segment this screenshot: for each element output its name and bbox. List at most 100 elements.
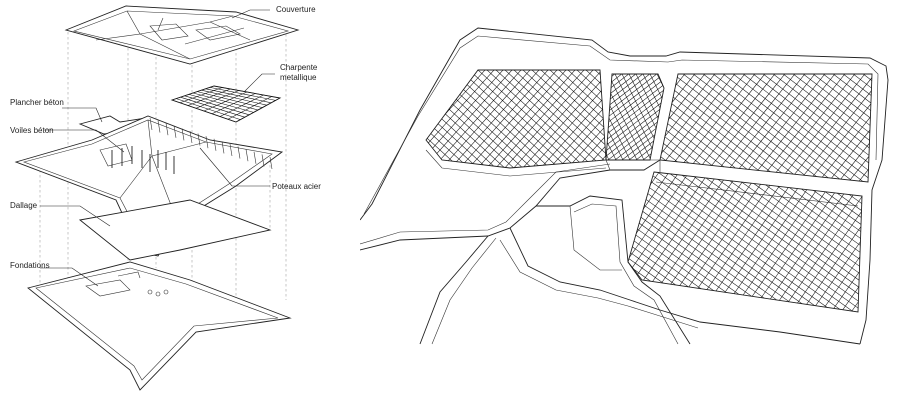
lattice-member bbox=[665, 74, 759, 182]
label-charpente-line1: Charpente bbox=[280, 63, 318, 72]
lattice-member bbox=[360, 168, 518, 315]
lattice-member bbox=[534, 70, 606, 168]
lattice-member bbox=[426, 70, 441, 168]
lattice-member bbox=[229, 143, 233, 157]
lattice-member bbox=[187, 88, 231, 106]
wall-ribs bbox=[149, 117, 273, 170]
lattice-member bbox=[728, 172, 833, 312]
lattice-member bbox=[149, 117, 153, 131]
lattice-member bbox=[360, 168, 392, 315]
lattice-member bbox=[360, 60, 423, 175]
lattice-member bbox=[755, 74, 849, 182]
lattice-member bbox=[765, 74, 859, 182]
lattice-member bbox=[360, 70, 408, 185]
lattice-member bbox=[221, 141, 225, 154]
lattice-member bbox=[715, 74, 809, 182]
lattice-member bbox=[888, 70, 900, 185]
lattice-member bbox=[717, 74, 868, 182]
lattice-member bbox=[516, 70, 608, 185]
lattice-member bbox=[677, 74, 828, 182]
lattice-member bbox=[489, 168, 592, 315]
lattice-member bbox=[606, 74, 664, 160]
lattice-member bbox=[757, 74, 872, 182]
lattice-member bbox=[422, 168, 628, 315]
lattice-member bbox=[396, 70, 444, 165]
lattice-member bbox=[654, 74, 664, 160]
lattice-member bbox=[708, 172, 813, 312]
lattice-member bbox=[227, 96, 272, 120]
lattice-member bbox=[360, 70, 395, 165]
lattice-member bbox=[471, 70, 576, 168]
lattice-member bbox=[877, 60, 900, 175]
lattice-member bbox=[660, 74, 729, 182]
lattice-member bbox=[647, 74, 664, 160]
lattice-member bbox=[466, 70, 594, 168]
lattice-member bbox=[360, 70, 438, 185]
lattice-member bbox=[399, 168, 502, 315]
lattice-member bbox=[565, 70, 606, 168]
lattice-member bbox=[203, 91, 248, 112]
lattice-member bbox=[360, 70, 388, 185]
lattice-member bbox=[360, 70, 381, 165]
lattice-member bbox=[770, 70, 894, 165]
lattice-member bbox=[628, 172, 693, 312]
lattice-member bbox=[640, 74, 664, 160]
lattice-member bbox=[360, 168, 408, 315]
lattice-member bbox=[838, 172, 862, 312]
lattice-member bbox=[360, 168, 438, 315]
lattice-member bbox=[360, 60, 413, 175]
lattice-member bbox=[360, 70, 445, 165]
lattice-member bbox=[157, 120, 161, 133]
lattice-member bbox=[494, 70, 542, 165]
lattice-member bbox=[364, 70, 488, 165]
lattice-member bbox=[368, 70, 416, 165]
lattice-member bbox=[628, 172, 748, 312]
lattice-member bbox=[851, 70, 899, 165]
lattice-member bbox=[402, 168, 608, 315]
lattice-member bbox=[681, 172, 862, 312]
lattice-member bbox=[360, 70, 452, 165]
roof-structure-perspective bbox=[360, 27, 900, 345]
lattice-member bbox=[507, 70, 606, 168]
lattice-member bbox=[360, 60, 387, 175]
lattice-member bbox=[360, 70, 508, 185]
lattice-member bbox=[725, 74, 819, 182]
lattice-member bbox=[809, 60, 900, 175]
lattice-member bbox=[895, 60, 900, 175]
roof-layer bbox=[64, 5, 300, 65]
lattice-member bbox=[536, 70, 584, 165]
lattice-member bbox=[205, 136, 209, 149]
lattice-member bbox=[608, 74, 664, 160]
lattice-member bbox=[525, 70, 606, 168]
lattice-member bbox=[872, 168, 900, 315]
lattice-member bbox=[660, 74, 768, 182]
lattice-member bbox=[448, 70, 598, 185]
lattice-member bbox=[701, 172, 862, 312]
lattice-member bbox=[628, 172, 673, 312]
lattice-member bbox=[360, 70, 431, 165]
lattice-member bbox=[574, 70, 606, 168]
lattice-member bbox=[426, 70, 522, 168]
lattice-member bbox=[844, 70, 892, 165]
lattice-member bbox=[173, 125, 177, 138]
lattice-member bbox=[469, 168, 572, 315]
lattice-member bbox=[479, 168, 582, 315]
lattice-member bbox=[426, 70, 450, 168]
lattice-bay-south bbox=[360, 168, 900, 315]
lattice-member bbox=[360, 70, 396, 165]
lattice-member bbox=[641, 172, 848, 312]
lattice-member bbox=[628, 172, 638, 312]
lattice-member bbox=[426, 70, 441, 168]
lattice-member bbox=[431, 70, 479, 165]
lattice-member bbox=[536, 70, 628, 185]
lattice-member bbox=[628, 172, 648, 312]
lattice-member bbox=[725, 70, 773, 165]
lattice-member bbox=[628, 172, 778, 312]
lattice-member bbox=[360, 70, 398, 185]
lattice-member bbox=[360, 70, 389, 165]
lattice-member bbox=[385, 70, 509, 165]
lattice-member bbox=[628, 172, 663, 312]
lattice-member bbox=[881, 60, 900, 175]
lattice-member bbox=[893, 70, 900, 165]
lattice-member bbox=[802, 70, 850, 165]
